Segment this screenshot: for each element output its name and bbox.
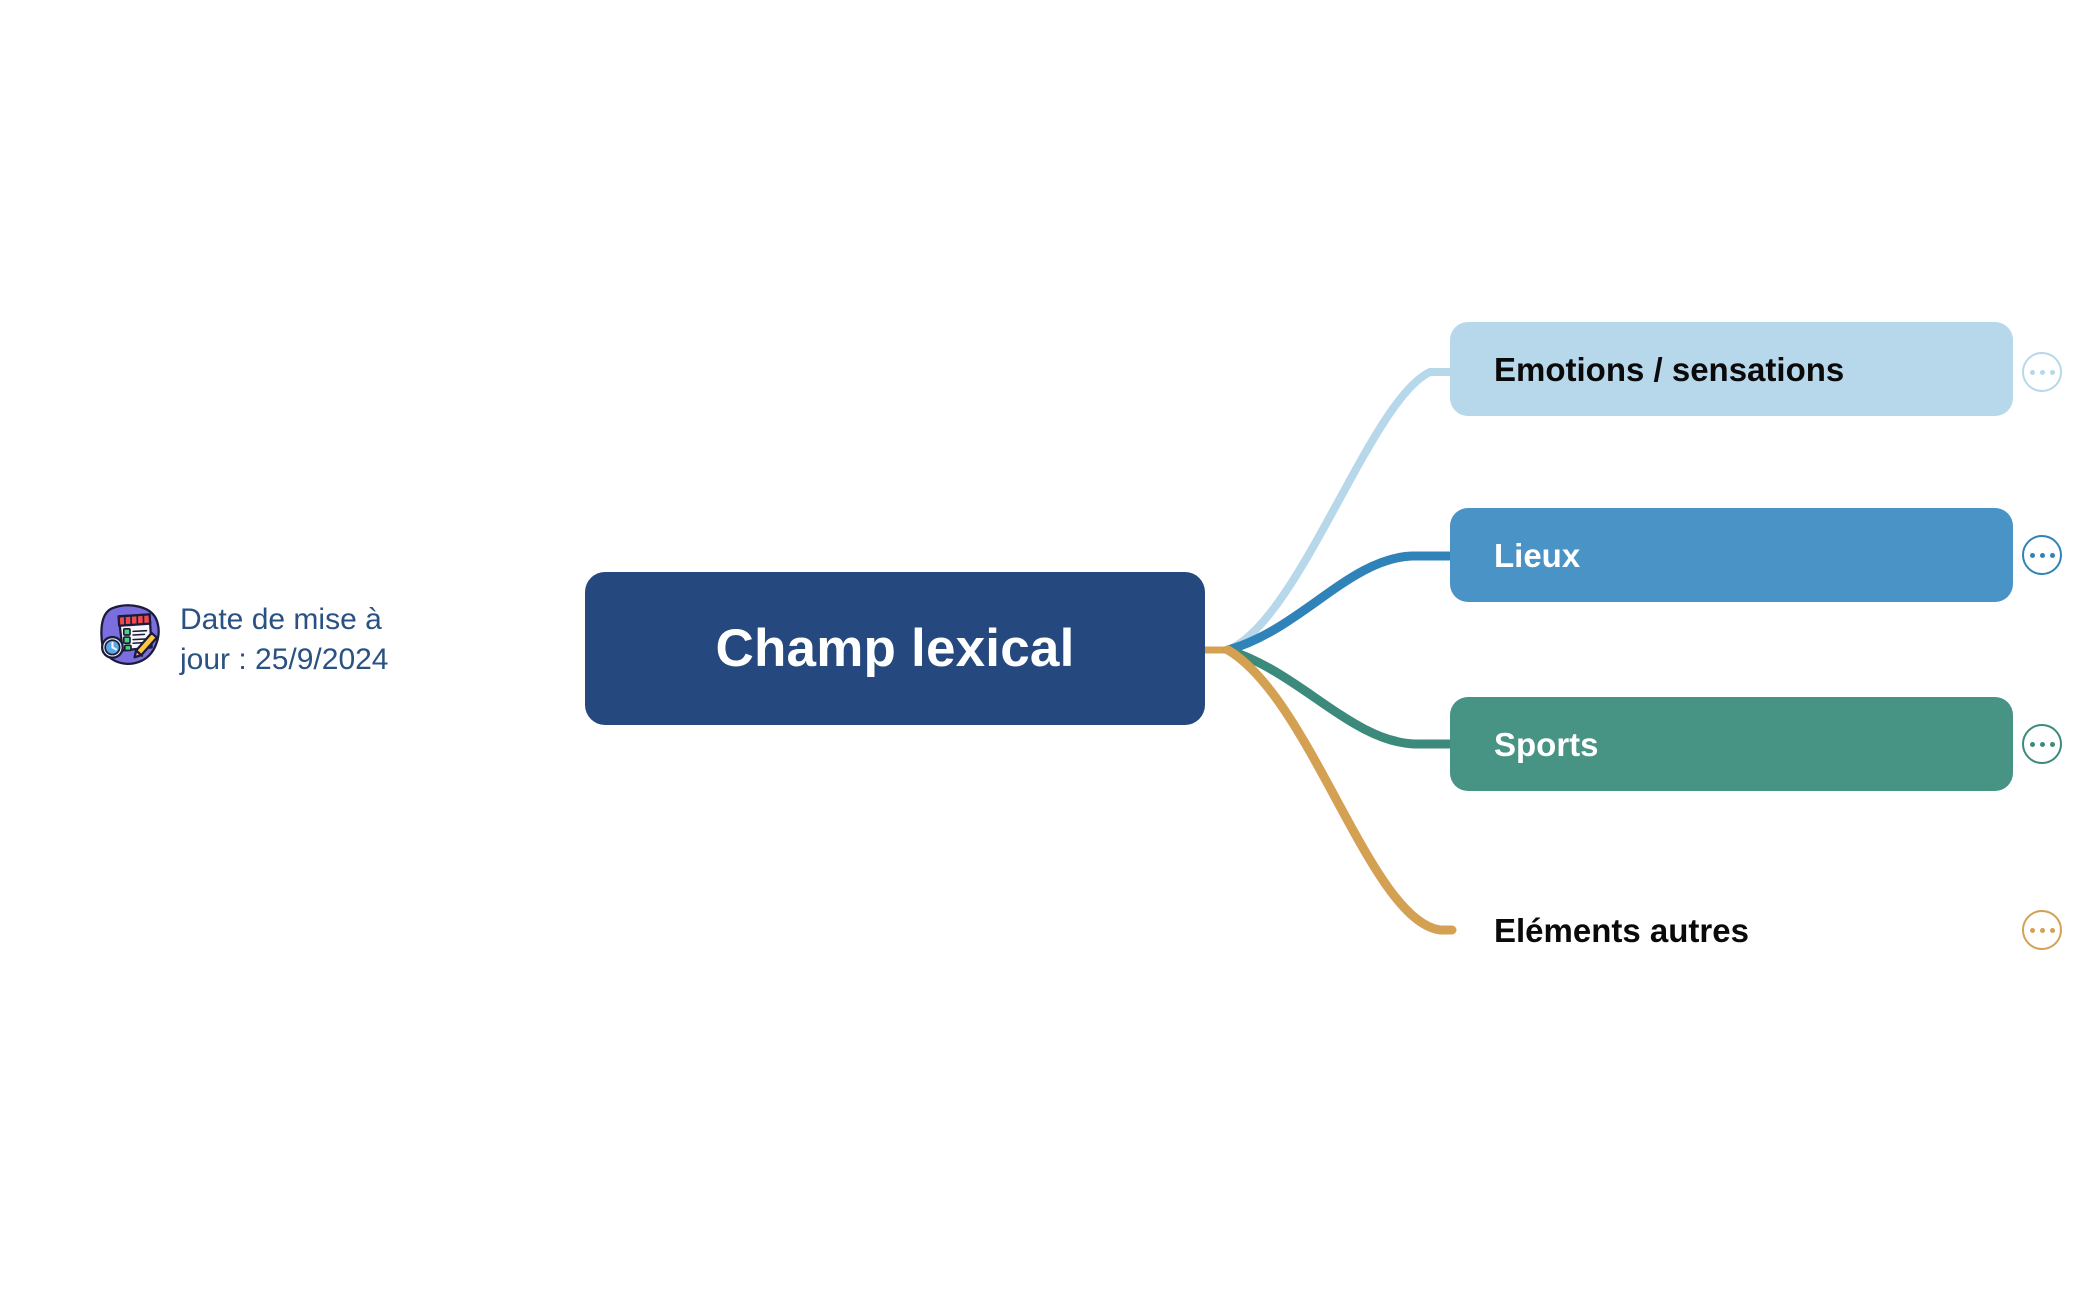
root-node-label: Champ lexical <box>715 619 1075 678</box>
edge-sports <box>1223 645 1457 749</box>
branch-label: Emotions / sensations <box>1494 350 1845 388</box>
expander-sports[interactable] <box>2022 724 2062 764</box>
branch-label: Lieux <box>1494 536 1581 574</box>
edge-emotions-sensations <box>1224 368 1456 654</box>
branch-node-lieux[interactable]: Lieux <box>1450 508 2013 602</box>
ellipsis-icon <box>2039 552 2045 558</box>
ellipsis-icon <box>2029 741 2035 747</box>
branch-node-elements-autres[interactable]: Eléments autres <box>1450 883 2013 977</box>
ellipsis-icon <box>2049 927 2055 933</box>
ellipsis-icon <box>2049 369 2055 375</box>
branch-label: Eléments autres <box>1494 911 1749 949</box>
calendar-checklist-pencil-icon <box>100 604 160 665</box>
ellipsis-icon <box>2049 741 2055 747</box>
ellipsis-icon <box>2029 552 2035 558</box>
branch-label: Sports <box>1494 725 1599 763</box>
ellipsis-icon <box>2039 927 2045 933</box>
expander-emotions-sensations[interactable] <box>2022 352 2062 392</box>
ellipsis-icon <box>2039 741 2045 747</box>
branch-node-sports[interactable]: Sports <box>1450 697 2013 791</box>
edge-lieux <box>1223 551 1457 655</box>
expander-elements-autres[interactable] <box>2022 910 2062 950</box>
ellipsis-icon <box>2029 369 2035 375</box>
root-node[interactable]: Champ lexical <box>585 572 1205 725</box>
ellipsis-icon <box>2049 552 2055 558</box>
branch-node-emotions-sensations[interactable]: Emotions / sensations <box>1450 322 2013 416</box>
edge-elements-autres <box>1223 645 1457 935</box>
expander-lieux[interactable] <box>2022 535 2062 575</box>
update-date-note: Date de mise à jour : 25/9/2024 <box>98 598 440 680</box>
update-date-text: Date de mise à jour : 25/9/2024 <box>180 603 389 676</box>
ellipsis-icon <box>2029 927 2035 933</box>
ellipsis-icon <box>2039 369 2045 375</box>
